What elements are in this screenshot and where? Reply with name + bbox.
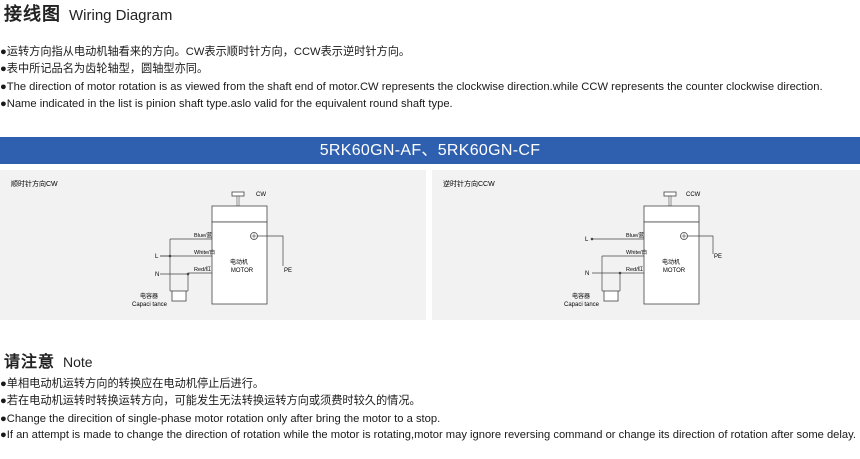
note-item: ●单相电动机运转方向的转换应在电动机停止后进行。	[0, 378, 265, 390]
intro-note: ●The direction of motor rotation is as v…	[0, 80, 823, 93]
wire-label-blue: Blue/蓝	[194, 231, 213, 239]
capacitor	[171, 290, 187, 302]
wire-label-blue: Blue/蓝	[626, 231, 645, 239]
note-title-en: Note	[63, 354, 93, 370]
diagram-title: 逆时针方向CCW	[443, 179, 495, 188]
motor-label-en: MOTOR	[231, 268, 254, 274]
rotation-label: CCW	[686, 192, 701, 198]
motor-label-zh: 电动机	[230, 258, 248, 266]
note-title: 请注意 Note	[4, 348, 93, 374]
shaft-knob	[663, 191, 677, 197]
line-l-label: L	[155, 254, 159, 260]
intro-note: ●Name indicated in the list is pinion sh…	[0, 98, 453, 111]
line-n-label: N	[155, 272, 159, 278]
section-title: 接线图 Wiring Diagram	[4, 0, 172, 26]
intro-note: ●运转方向指从电动机轴看来的方向。CW表示顺时针方向，CCW表示逆时针方向。	[0, 46, 411, 58]
shaft	[668, 195, 672, 207]
diagram-title: 顺时针方向CW	[11, 179, 58, 188]
note-item: ●若在电动机运转时转换运转方向，可能发生无法转换运转方向或须费时较久的情况。	[0, 395, 421, 408]
pe-wire	[257, 235, 284, 266]
model-name: 5RK60GN-AF、5RK60GN-CF	[319, 142, 541, 159]
wiring-diagram-ccw: 逆时针方向CCW CCW 电动机 MOTOR PE Blue/蓝 White/白…	[443, 179, 722, 308]
wire-label-red: Red/红	[626, 265, 644, 273]
motor-label-en: MOTOR	[663, 268, 686, 274]
pe-label: PE	[284, 268, 292, 274]
shaft-knob	[231, 191, 245, 197]
diagram-panel-ccw: 逆时针方向CCW CCW 电动机 MOTOR PE Blue/蓝 White/白…	[432, 170, 860, 320]
intro-notes: ●运转方向指从电动机轴看来的方向。CW表示顺时针方向，CCW表示逆时针方向。 ●…	[0, 44, 823, 114]
intro-note: ●表中所记品名为齿轮轴型，圆轴型亦同。	[0, 63, 209, 76]
pe-label: PE	[714, 254, 722, 260]
shaft	[236, 195, 240, 207]
capacitor-label-zh: 电容器	[140, 292, 158, 300]
line-n-label: N	[585, 271, 589, 277]
gear-head	[211, 205, 268, 223]
wire-label-white: White/白	[626, 248, 647, 256]
section-title-en: Wiring Diagram	[69, 7, 173, 24]
note-item: ●If an attempt is made to change the dir…	[0, 429, 856, 442]
rotation-label: CW	[256, 192, 266, 198]
capacitor-label-en: Capaci tance	[132, 302, 168, 308]
motor-label-zh: 电动机	[662, 258, 680, 266]
note-item: ●Change the direcition of single-phase m…	[0, 412, 441, 425]
capacitor-label-zh: 电容器	[572, 292, 590, 300]
note-list: ●单相电动机运转方向的转换应在电动机停止后进行。 ●若在电动机运转时转换运转方向…	[0, 376, 856, 442]
capacitor	[603, 290, 619, 302]
diagram-panel-cw: 顺时针方向CW CW 电动机 MOTOR PE Blue/蓝 White/白 R…	[0, 170, 426, 320]
wire-label-white: White/白	[194, 248, 215, 256]
model-bar: 5RK60GN-AF、5RK60GN-CF	[0, 137, 860, 164]
section-title-zh: 接线图	[4, 4, 61, 25]
gear-head	[643, 205, 700, 223]
wire-label-red: Red/红	[194, 265, 212, 273]
pe-wire	[687, 235, 714, 254]
note-title-zh: 请注意	[4, 352, 56, 371]
wiring-diagram-cw: 顺时针方向CW CW 电动机 MOTOR PE Blue/蓝 White/白 R…	[11, 179, 292, 308]
line-l-label: L	[585, 237, 589, 243]
capacitor-label-en: Capaci tance	[564, 302, 600, 308]
